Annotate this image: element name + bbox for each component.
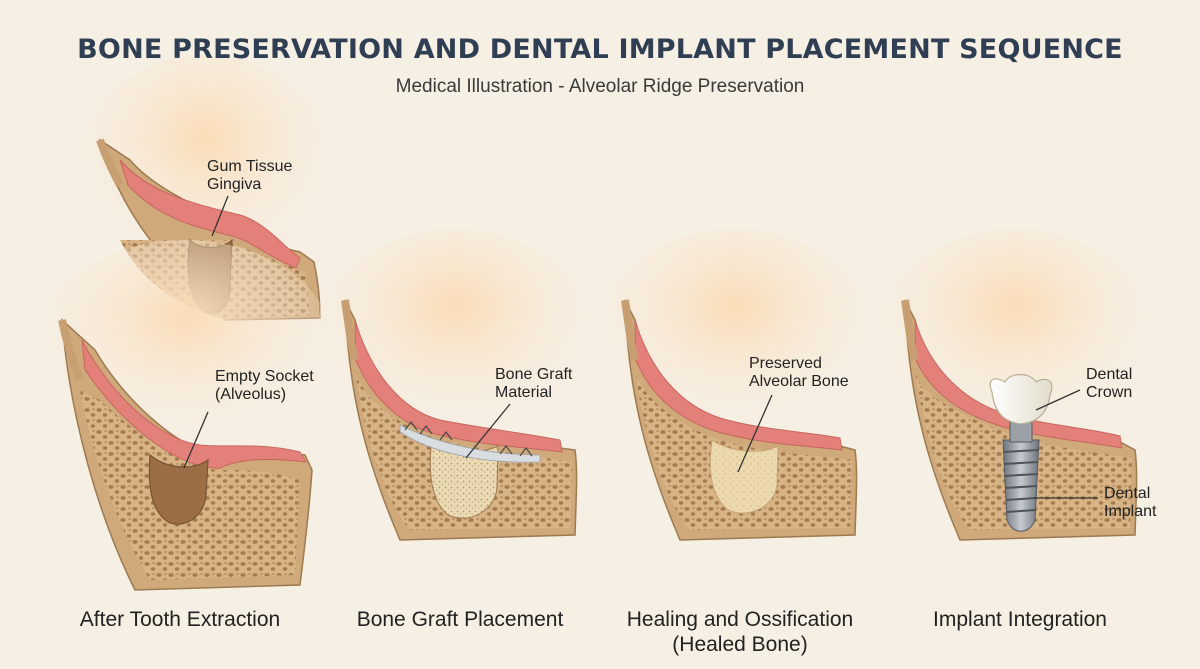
page-title: BONE PRESERVATION AND DENTAL IMPLANT PLA… [77,34,1123,65]
label-dental-implant-line2: Implant [1104,503,1157,520]
caption-after-extraction: After Tooth Extraction [79,608,281,631]
label-gum-tissue-line2: Gingiva [207,176,262,193]
label-empty-socket-line1: Empty Socket [215,368,314,385]
dental-crown-shape [989,373,1053,425]
caption-healing: Healing and Ossification (Healed Bone) [610,607,870,657]
dental-implant-screw [1002,419,1040,532]
label-gum-tissue: Gum Tissue Gingiva [207,158,292,194]
caption-healing-line1: Healing and Ossification [626,608,854,631]
label-preserved-bone-line1: Preserved [749,355,822,372]
label-bone-graft-line2: Material [495,384,552,401]
panel-after-extraction [35,240,335,591]
leader-preserved-bone [737,394,773,473]
caption-bone-graft: Bone Graft Placement [356,608,564,631]
label-bone-graft-line1: Bone Graft [495,366,573,383]
label-dental-implant-line1: Dental [1104,485,1151,502]
panel-implant [875,230,1155,541]
caption-implant: Implant Integration [933,608,1107,631]
label-gum-tissue-line1: Gum Tissue [207,158,293,175]
panel-healing [595,230,875,541]
leader-bone-graft [465,403,511,459]
label-dental-crown: Dental Crown [1086,366,1132,402]
label-bone-graft: Bone Graft Material [495,366,572,402]
leader-gum-tissue [211,195,229,237]
caption-healing-line2: (Healed Bone) [672,633,808,656]
label-dental-crown-line2: Crown [1086,384,1133,401]
label-empty-socket-line2: (Alveolus) [215,386,287,403]
label-empty-socket: Empty Socket (Alveolus) [215,368,314,404]
label-preserved-bone: Preserved Alveolar Bone [749,355,849,391]
label-dental-implant: Dental Implant [1104,485,1156,521]
label-preserved-bone-line2: Alveolar Bone [749,373,849,390]
panel-bone-graft [315,230,595,541]
label-dental-crown-line1: Dental [1086,366,1133,383]
leader-dental-crown [1035,389,1081,411]
page-subtitle: Medical Illustration - Alveolar Ridge Pr… [395,76,805,97]
leader-empty-socket [183,411,209,469]
